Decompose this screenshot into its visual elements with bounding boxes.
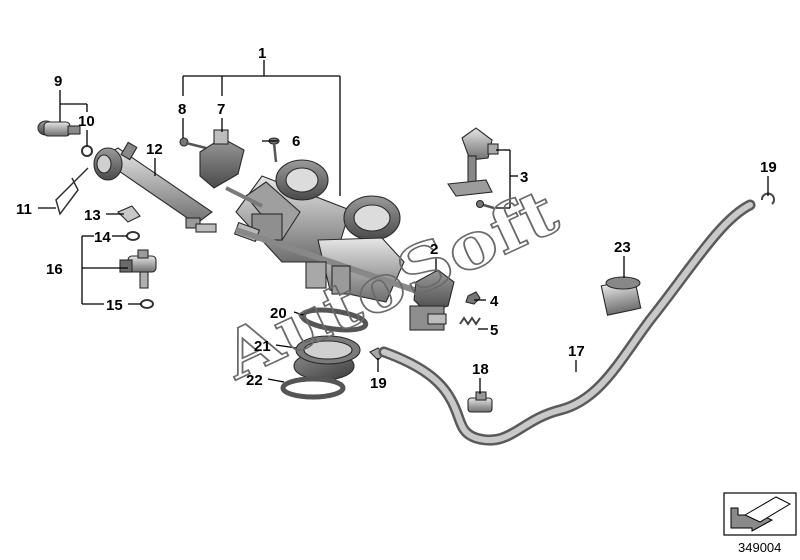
callout-1: 1 (258, 45, 266, 62)
callout-13: 13 (84, 207, 101, 224)
nut-4-part (465, 291, 481, 305)
callout-17: 17 (568, 343, 585, 360)
callout-5: 5 (490, 322, 498, 339)
reference-number: 349004 (738, 540, 781, 555)
leader-lines (38, 60, 769, 394)
callout-8: 8 (178, 101, 186, 118)
throttle-body-part (225, 159, 421, 303)
callout-9: 9 (54, 73, 62, 90)
callout-19-center: 19 (370, 375, 387, 392)
callout-10: 10 (78, 113, 95, 130)
actuator-2-part (409, 269, 455, 331)
callout-4: 4 (490, 293, 499, 310)
seal-15-part (140, 299, 154, 309)
sensor-3-part (447, 127, 499, 210)
callout-18: 18 (472, 361, 489, 378)
callout-22: 22 (246, 372, 263, 389)
callout-15: 15 (106, 297, 123, 314)
fuel-rail-part (93, 141, 217, 233)
throttle-sensor-part (199, 129, 245, 189)
seal-14-part (126, 231, 140, 241)
callout-11: 11 (16, 201, 32, 218)
screw-8-part (179, 137, 207, 150)
callout-20: 20 (270, 305, 287, 322)
spring-5-part (459, 316, 481, 326)
callout-12: 12 (146, 141, 163, 158)
sensor-plug-part (37, 120, 81, 137)
clip-13-part (117, 205, 141, 223)
callout-3: 3 (520, 169, 528, 186)
callout-6: 6 (292, 133, 300, 150)
intake-boot-21-part (293, 335, 361, 381)
injector-part (119, 249, 157, 289)
callout-16: 16 (46, 261, 63, 278)
clamp-22-part (280, 376, 346, 400)
callout-14: 14 (94, 229, 111, 246)
callout-19-right: 19 (760, 159, 777, 176)
callout-7: 7 (217, 101, 225, 118)
hose-clip-19b-part (761, 192, 775, 205)
clamp-20-part (299, 307, 369, 333)
filter-23-part (600, 276, 642, 316)
o-ring-10-part (81, 145, 93, 157)
clip-18-part (467, 391, 493, 413)
clip-11-part (55, 167, 89, 216)
callout-21: 21 (254, 338, 271, 355)
callout-2: 2 (430, 241, 438, 258)
hose-17-highlight (381, 202, 753, 444)
reference-arrow-icon (723, 492, 797, 536)
callout-23: 23 (614, 239, 631, 256)
